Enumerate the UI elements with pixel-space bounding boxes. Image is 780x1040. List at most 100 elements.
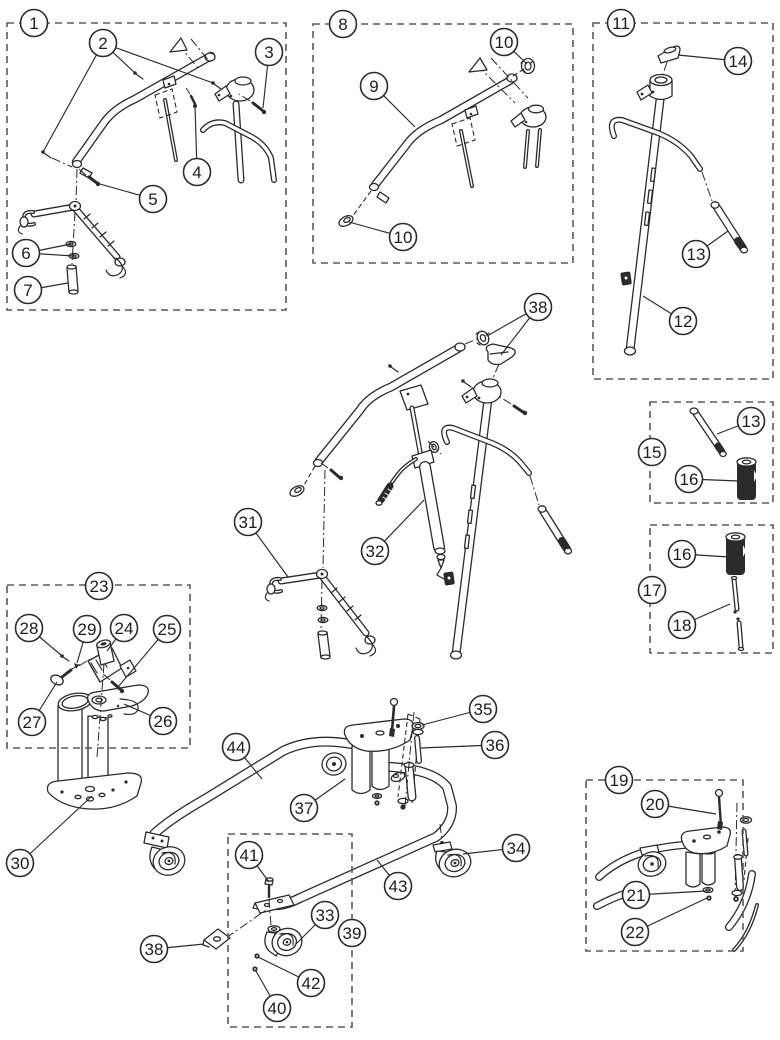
callout-balloon-1: 1 (19, 8, 49, 38)
balloon-circle (254, 37, 284, 67)
balloon-circle (11, 238, 41, 268)
callout-balloon-22: 22 (620, 917, 650, 947)
callout-balloon-16: 16 (667, 539, 697, 569)
balloon-number: 13 (742, 412, 761, 431)
handle-grip-detail-art (689, 407, 757, 500)
callout-balloon-44: 44 (221, 732, 251, 762)
balloon-circle (138, 184, 168, 214)
balloon-circle (182, 157, 212, 187)
callout-balloon-43: 43 (383, 871, 413, 901)
balloon-number: 11 (612, 14, 630, 33)
callout-balloon-36: 36 (480, 730, 510, 760)
pump-handle-detail-art (725, 532, 746, 652)
detail-box-1 (6, 22, 287, 311)
callout-balloon-7: 7 (13, 275, 43, 305)
balloon-circle (501, 833, 531, 863)
callout-balloon-15: 15 (637, 437, 667, 467)
callout-balloon-8: 8 (328, 9, 358, 39)
callout-balloon-28: 28 (14, 613, 44, 643)
balloon-number: 31 (239, 513, 258, 532)
base-assembly-art (143, 697, 472, 911)
callout-balloon-34: 34 (501, 833, 531, 863)
balloon-circle (139, 934, 169, 964)
balloon-circle (13, 275, 43, 305)
balloon-circle (383, 871, 413, 901)
balloon-number: 10 (394, 228, 413, 247)
callout-balloon-39: 39 (337, 918, 367, 948)
callout-balloon-13: 13 (736, 406, 766, 436)
callout-balloon-12: 12 (668, 306, 698, 336)
callout-balloon-21: 21 (621, 880, 651, 910)
balloon-number: 39 (343, 924, 362, 943)
balloon-number: 4 (192, 163, 201, 182)
callout-balloon-33: 33 (310, 900, 340, 930)
balloon-circle (289, 793, 319, 823)
boom-assembly-detail-art (17, 37, 277, 295)
balloon-circle (233, 507, 263, 537)
balloon-number: 37 (295, 799, 314, 818)
balloon-circle (221, 732, 251, 762)
callout-balloon-42: 42 (296, 968, 326, 998)
callout-balloon-6: 6 (11, 238, 41, 268)
balloon-circle (640, 789, 670, 819)
balloon-number: 9 (369, 77, 378, 96)
balloon-circle (328, 9, 358, 39)
callout-balloon-32: 32 (360, 536, 390, 566)
balloon-circle (72, 614, 102, 644)
balloon-number: 28 (20, 619, 39, 638)
balloon-number: 18 (673, 616, 692, 635)
balloon-circle (681, 239, 711, 269)
balloon-number: 43 (389, 877, 408, 896)
balloon-number: 40 (268, 999, 287, 1018)
balloon-number: 38 (145, 940, 164, 959)
detail-boxes-layer (6, 22, 774, 1028)
balloon-number: 27 (23, 713, 42, 732)
balloon-number: 33 (316, 906, 335, 925)
balloon-number: 2 (98, 34, 107, 53)
balloon-circle (723, 46, 753, 76)
balloon-circle (148, 706, 178, 736)
callout-balloon-10: 10 (388, 222, 418, 252)
callout-balloon-11: 11 (606, 8, 636, 38)
balloon-number: 30 (11, 854, 30, 873)
balloon-number: 44 (227, 738, 246, 757)
callout-balloon-4: 4 (182, 157, 212, 187)
callout-balloon-23: 23 (84, 571, 114, 601)
balloon-number: 38 (529, 298, 548, 317)
callout-balloon-2: 2 (88, 28, 118, 58)
balloon-number: 3 (264, 43, 273, 62)
callout-balloon-31: 31 (233, 507, 263, 537)
balloon-circle (337, 918, 367, 948)
balloon-number: 1 (29, 14, 38, 33)
boom-tube-detail-art (338, 57, 547, 227)
balloon-circle (262, 993, 292, 1023)
detail-box-23 (6, 584, 191, 749)
balloon-circle (14, 613, 44, 643)
balloon-number: 17 (643, 581, 662, 600)
base-centre-detail-art (593, 788, 759, 952)
balloon-number: 34 (507, 839, 526, 858)
balloon-circle (606, 8, 636, 38)
callout-balloon-38: 38 (523, 292, 553, 322)
callout-balloon-20: 20 (640, 789, 670, 819)
balloon-circle (360, 536, 390, 566)
balloon-circle (621, 880, 651, 910)
balloon-number: 7 (23, 281, 32, 300)
balloon-number: 23 (90, 577, 109, 596)
callout-balloon-26: 26 (148, 706, 178, 736)
balloon-number: 41 (240, 846, 259, 865)
balloon-number: 29 (78, 620, 97, 639)
balloon-circle (620, 917, 650, 947)
balloon-circle (5, 848, 35, 878)
balloon-number: 42 (302, 974, 321, 993)
callout-balloon-41: 41 (234, 840, 264, 870)
balloon-number: 12 (674, 312, 693, 331)
callout-balloon-17: 17 (637, 575, 667, 605)
balloon-number: 26 (154, 712, 173, 731)
balloon-number: 13 (687, 245, 706, 264)
callout-balloon-9: 9 (359, 71, 389, 101)
balloon-number: 19 (610, 771, 629, 790)
balloon-circle (388, 222, 418, 252)
callout-balloon-35: 35 (468, 694, 498, 724)
